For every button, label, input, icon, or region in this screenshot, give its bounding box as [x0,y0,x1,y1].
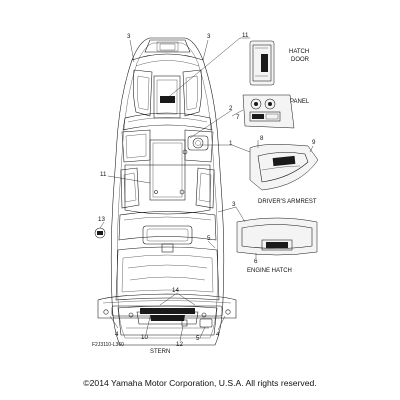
part-13-decal [94,227,106,239]
stern-label: STERN [150,349,170,355]
engine-hatch-detail: ENGINE HATCH [236,217,318,274]
callout-3c: 3 [232,201,236,208]
callout-14: 14 [172,287,179,294]
engine-hatch-label: ENGINE HATCH [247,268,292,274]
hatch-door-detail: HATCH DOOR [249,40,310,86]
panel-frame [242,94,295,129]
callout-4b: 4 [216,331,220,338]
callout-10: 10 [141,334,148,341]
callout-lines [99,37,314,342]
stern-detail: STERN [97,293,237,355]
armrest-frame [249,144,319,191]
boat-top-view [110,37,225,346]
callout-5a: 5 [207,235,211,242]
copyright-notice: ©2014 Yamaha Motor Corporation, U.S.A. A… [83,378,316,388]
panel-label: PANEL [290,99,310,105]
callout-5b: 5 [196,335,200,342]
drivers-armrest-detail: DRIVER'S ARMREST [249,144,319,205]
callout-numbers: 3 3 11 2 7 1 8 9 11 13 3 5 6 14 4 10 12 … [98,32,316,348]
callout-12: 12 [176,341,183,348]
callout-7: 7 [236,114,240,121]
callout-8: 8 [260,135,264,142]
callout-13: 13 [98,216,105,223]
hatch-door-label-line2: DOOR [291,57,310,63]
callout-2: 2 [229,105,233,112]
callout-6: 6 [254,258,258,265]
callout-3a: 3 [127,33,131,40]
drivers-armrest-label: DRIVER'S ARMREST [258,199,317,205]
figure-code: F2J3110-L360 [92,342,124,348]
callout-4a: 4 [115,331,119,338]
engine-hatch-frame [236,217,318,256]
callout-11b: 11 [100,171,107,178]
callout-11a: 11 [242,32,249,39]
callout-3b: 3 [207,33,211,40]
hatch-door-label-line1: HATCH [289,49,309,55]
callout-1: 1 [229,140,233,147]
panel-detail: PANEL [242,94,310,129]
callout-9: 9 [312,139,316,146]
